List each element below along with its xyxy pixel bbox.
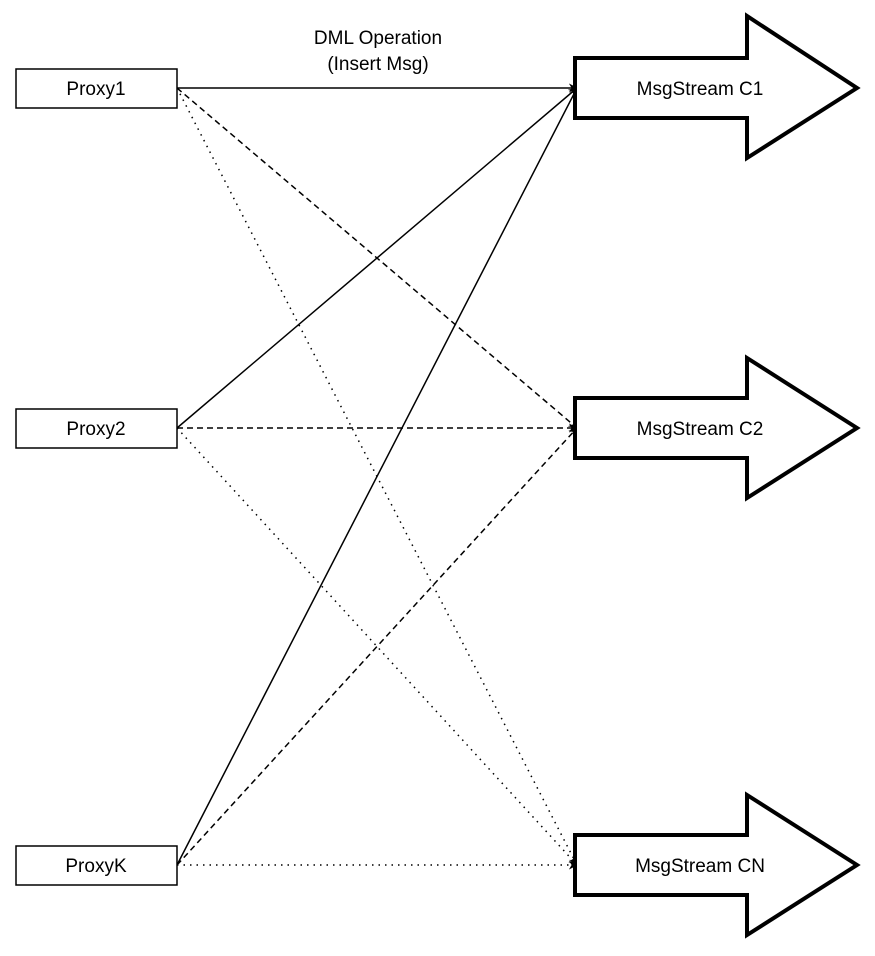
block-arrow-shape — [573, 12, 861, 162]
msgstream-arrow-c2[interactable]: MsgStream C2 — [573, 354, 861, 502]
edge-dashed — [176, 427, 578, 866]
msgstream-arrow-cn[interactable]: MsgStream CN — [573, 791, 861, 939]
proxy-node-1[interactable]: Proxy1 — [15, 68, 178, 109]
proxy-label: Proxy1 — [66, 79, 125, 100]
edge-label-line1: DML Operation — [314, 28, 442, 49]
proxy-node-k[interactable]: ProxyK — [15, 845, 178, 886]
stream-label: MsgStream CN — [635, 856, 765, 877]
proxy-label: ProxyK — [65, 856, 127, 877]
edge-solid — [176, 87, 578, 866]
block-arrow-shape — [573, 354, 861, 502]
block-arrow-shape — [573, 791, 861, 939]
msgstream-arrow-c1[interactable]: MsgStream C1 — [573, 12, 861, 162]
edge-solid — [176, 87, 578, 429]
edge-label-line2: (Insert Msg) — [327, 54, 428, 75]
stream-label: MsgStream C1 — [637, 79, 764, 100]
proxy-label: Proxy2 — [66, 419, 125, 440]
edge-dotted — [176, 427, 578, 866]
proxy-node-2[interactable]: Proxy2 — [15, 408, 178, 449]
edges — [176, 83, 578, 870]
stream-label: MsgStream C2 — [637, 419, 764, 440]
